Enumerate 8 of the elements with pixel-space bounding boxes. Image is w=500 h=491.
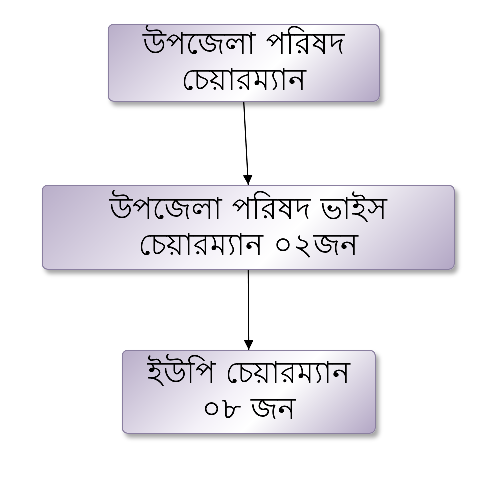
process-box [42,185,455,270]
node-label: উপজেলা পরিষদ ভাইস চেয়ারম্যান ০২জন [108,192,389,264]
process-box [122,350,376,434]
arrow [244,270,254,350]
node-label: উপজেলা পরিষদ চেয়ারম্যান [142,27,346,99]
arrow [243,102,253,186]
process-box [108,24,380,102]
node-label: ইউপি চেয়ারম্যান ০৮ জন [146,356,352,428]
